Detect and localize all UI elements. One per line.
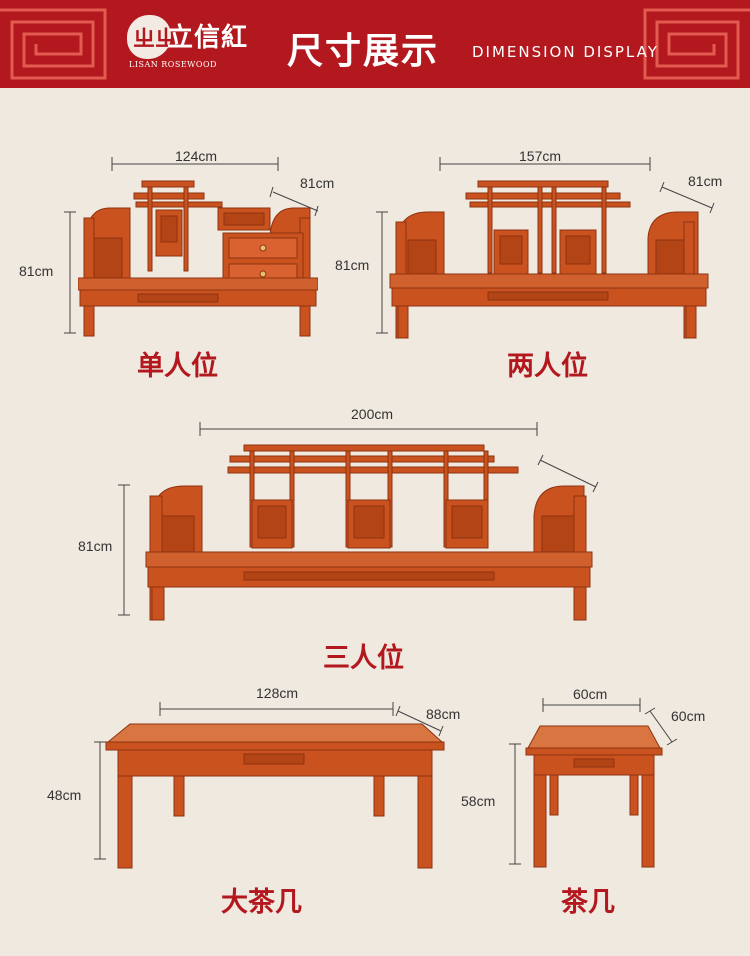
fret-pattern-left <box>0 8 107 80</box>
single-depth-label: 81cm <box>300 175 335 191</box>
double-seat-sofa-image <box>389 180 709 339</box>
logo-chinese-name: 立信紅 <box>167 23 249 53</box>
logo-badge <box>127 15 171 59</box>
triple-height-label: 81cm <box>78 538 113 554</box>
small-table-width-label: 60cm <box>573 686 608 702</box>
single-width-label: 124cm <box>175 148 218 164</box>
big-tea-table-image <box>105 723 445 869</box>
brand-logo: ㄓㄓ 立信紅 LISAN ROSEWOOD <box>127 13 249 73</box>
single-height-label: 81cm <box>19 263 54 279</box>
page-subtitle: DIMENSION DISPLAY <box>472 43 659 61</box>
single-seat-title: 单人位 <box>137 351 218 382</box>
single-seat-sofa-image <box>78 180 318 337</box>
big-table-width-label: 128cm <box>256 685 299 701</box>
small-table-height-label: 58cm <box>461 793 496 809</box>
small-table-depth-label: 60cm <box>671 708 706 724</box>
triple-seat-title: 三人位 <box>323 643 404 674</box>
page-title: 尺寸展示 <box>287 31 440 72</box>
small-tea-table-title: 茶几 <box>561 887 615 918</box>
double-depth-label: 81cm <box>688 173 723 189</box>
fret-pattern-right <box>643 8 750 80</box>
big-table-height-label: 48cm <box>47 787 82 803</box>
small-tea-table-image <box>525 725 663 868</box>
header-banner: ㄓㄓ 立信紅 LISAN ROSEWOOD 尺寸展示 DIMENSION DIS… <box>0 0 750 88</box>
logo-mark: ㄓㄓ <box>133 27 178 52</box>
triple-seat-sofa-image <box>145 444 593 621</box>
double-width-label: 157cm <box>519 148 562 164</box>
big-tea-table-title: 大茶几 <box>221 887 302 918</box>
double-seat-title: 两人位 <box>507 351 588 382</box>
triple-width-label: 200cm <box>351 406 394 422</box>
double-height-label: 81cm <box>335 257 370 273</box>
big-table-depth-label: 88cm <box>426 706 461 722</box>
logo-english-name: LISAN ROSEWOOD <box>129 60 217 69</box>
